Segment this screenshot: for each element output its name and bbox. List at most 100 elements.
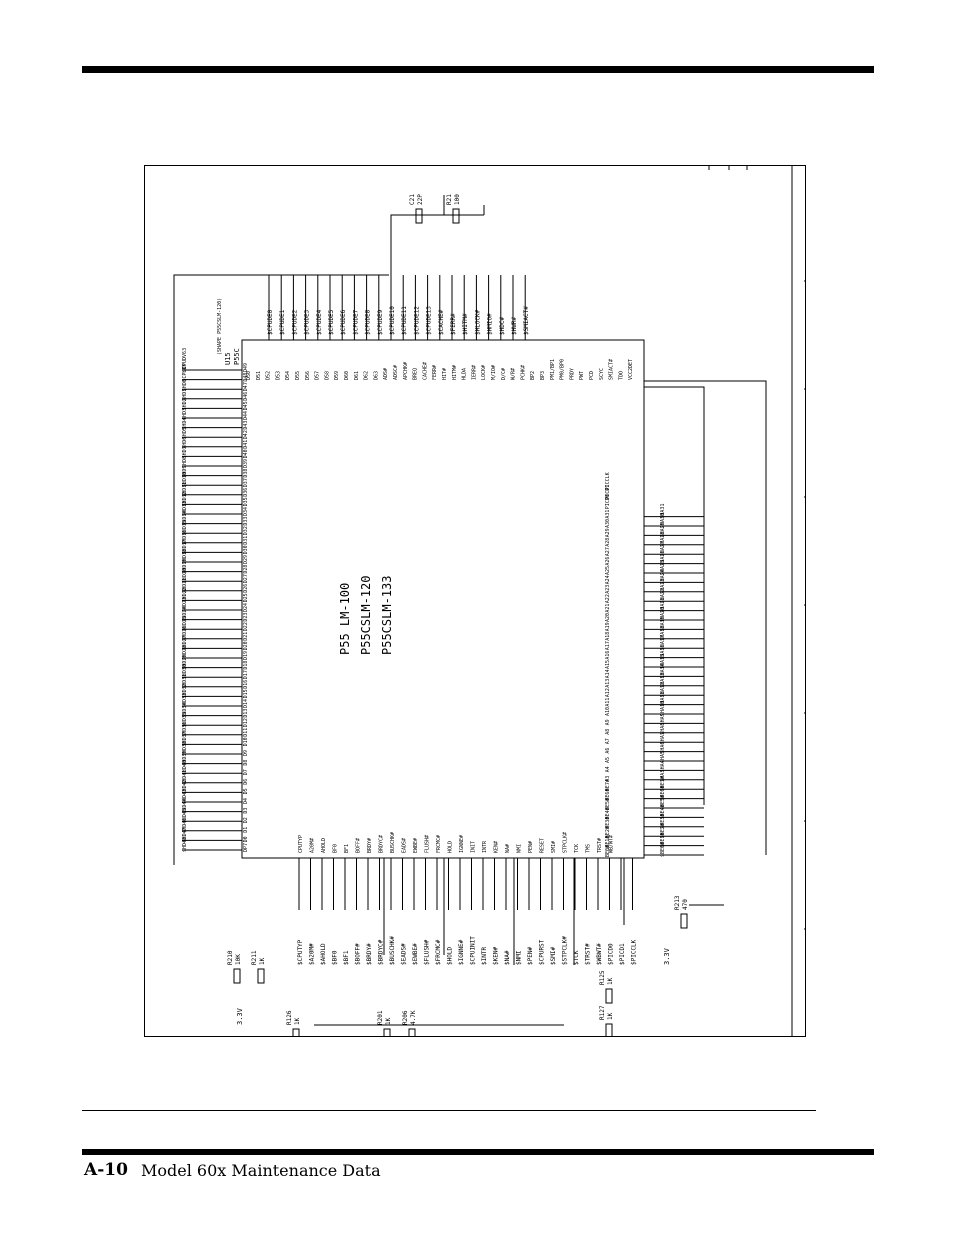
right-net-label: $HA19 (660, 616, 666, 631)
right-net-label: $HA12 (660, 682, 666, 697)
right-net-label: $BE2# (660, 823, 666, 838)
chip-pin-label: D36 (243, 488, 249, 497)
left-net-label: $HD42 (182, 779, 188, 794)
right-net-label: $HA17 (660, 635, 666, 650)
left-net-label: $HD41 (182, 770, 188, 785)
bottom-net-label: $FRCMC# (435, 939, 442, 965)
chip-pin-label: HOLD (448, 841, 454, 853)
chip-pin-label: A16 (605, 651, 611, 660)
left-net-label: $HD3 (182, 408, 188, 420)
right-net-label: $HA31 (660, 504, 666, 519)
bottom-net-label: $CPUINIT (470, 936, 477, 965)
bottom-net-label: $KEN# (493, 947, 500, 965)
chip-pin-label: FRCMC# (436, 835, 442, 853)
left-net-label: $HD19 (182, 559, 188, 574)
chip-pin-label: BP3 (540, 371, 546, 380)
top-net-label: $CPUDE0 (267, 309, 274, 335)
right-net-label: $HA5 (660, 751, 666, 763)
bottom-net-label: $HOLD (447, 947, 454, 965)
left-net-label: $HD5 (182, 427, 188, 439)
chip-pin-label: D30 (243, 545, 249, 554)
chip-pin-label: BF1 (344, 844, 350, 853)
chip-pin-label: D29 (243, 555, 249, 564)
right-net-label: $HA14 (660, 663, 666, 678)
left-net-label: $HD21 (182, 578, 188, 593)
chip-pin-label: D40 (243, 449, 249, 458)
chip-pin-label: NA# (505, 844, 511, 853)
right-net-label: $HA7 (660, 732, 666, 744)
right-net-label: $BE3# (660, 814, 666, 829)
top-net-label: $CACHE# (438, 309, 445, 335)
top-net-label: $CPUDE13 (426, 306, 433, 335)
chip-pin-label: A8 (605, 729, 611, 735)
left-net-label: $HD43 (182, 789, 188, 804)
bottom-net-label: $BOFF# (355, 943, 362, 965)
chip-pin-label: IGNNE# (459, 835, 465, 853)
component-label: 470 (682, 899, 689, 910)
bottom-net-label: $BRDYC# (378, 939, 385, 965)
chip-pin-label: PRDY (569, 368, 575, 380)
component-label: R21 (446, 194, 453, 205)
right-net-label: $HA8 (660, 723, 666, 735)
component-label: 100 (454, 194, 461, 205)
left-net-label: $HD48 (182, 837, 188, 852)
left-net-label: $HD39 (182, 751, 188, 766)
chip-pin-label: SMI# (551, 841, 557, 853)
left-net-label: $HD30 (182, 664, 188, 679)
chip-pin-label: A26 (605, 557, 611, 566)
top-net-label: $CPUDE3 (304, 309, 311, 335)
chip-pin-label: D47 (243, 382, 249, 391)
bottom-net-label: $IGNNE# (458, 939, 465, 965)
component-label: 1K (607, 1012, 614, 1020)
chip-pin-label: PWT (579, 371, 585, 380)
chip-pin-label: A11 (605, 698, 611, 707)
left-net-label: $HD36 (182, 722, 188, 737)
chip-pin-label: D37 (243, 478, 249, 487)
left-net-label: $HD13 (182, 501, 188, 516)
component-label: R211 (251, 950, 258, 965)
top-net-label: $CPUDE2 (291, 309, 298, 335)
chip-pin-label: A7 (605, 738, 611, 744)
chip-pin-label: D8 (243, 760, 249, 766)
chip-pin-label: BREQ (413, 368, 419, 380)
chip-pin-label: ADSC# (393, 365, 399, 380)
bottom-net-label: $EADS# (401, 943, 408, 965)
chip-pin-label: ADS# (383, 368, 389, 380)
chip-pin-label: D1 (243, 827, 249, 833)
chip-pin-label: D2 (243, 817, 249, 823)
component-label: 10K (235, 954, 242, 965)
bottom-net-label: $TRST# (585, 943, 592, 965)
component-symbol (257, 968, 265, 984)
chip-pin-label: BF0 (333, 844, 339, 853)
chip-pin-label: D63 (373, 371, 379, 380)
bottom-net-label: $EWBE# (412, 943, 419, 965)
right-net-label: $BE0# (660, 842, 666, 857)
right-net-label: $HA29 (660, 522, 666, 537)
chip-pin-label: A20M# (310, 838, 316, 853)
top-net-label: $HWR# (511, 317, 518, 335)
chip-pin-label: A30 (605, 519, 611, 528)
component-symbol (408, 1028, 416, 1037)
chip-model-label: P55CSLM-133 (380, 576, 394, 655)
chip-pin-label: A3 (605, 776, 611, 782)
chip-pin-label: WB/WT# (609, 835, 615, 853)
bottom-net-label: $AHOLD (320, 943, 327, 965)
left-net-label: $HD24 (182, 607, 188, 622)
left-net-label: $HD16 (182, 530, 188, 545)
left-net-label: $HD47 (182, 827, 188, 842)
chip-pin-label: D48 (243, 373, 249, 382)
bottom-net-label: $BF0 (332, 950, 339, 965)
left-net-label: $HD37 (182, 731, 188, 746)
chip-pin-label: BE6# (605, 789, 611, 801)
left-net-label: $HD35 (182, 712, 188, 727)
chip-pin-label: D10 (243, 737, 249, 746)
chip-pin-label: D0 (243, 836, 249, 842)
component-label: R126 (286, 1010, 293, 1025)
chip-pin-label: D55 (295, 371, 301, 380)
chip-pin-label: D11 (243, 728, 249, 737)
bottom-rule (82, 1149, 874, 1155)
chip-pin-label: CACHE# (422, 362, 428, 380)
chip-pin-label: D44 (243, 411, 249, 420)
left-net-label: $HD2 (182, 398, 188, 410)
right-net-label: $HA22 (660, 588, 666, 603)
